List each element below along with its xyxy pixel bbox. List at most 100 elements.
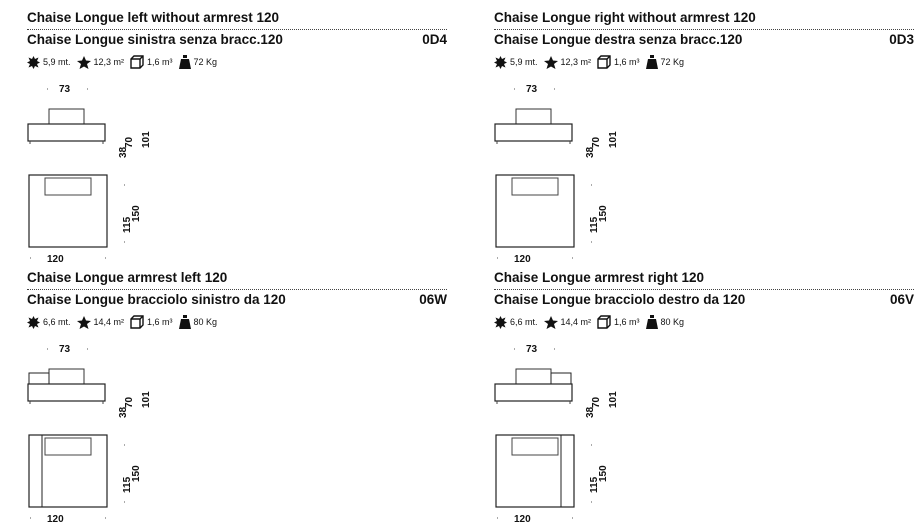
dim-depth: 150	[131, 205, 142, 222]
spec-volume-value: 1,6 m³	[147, 317, 173, 327]
dim-arm-height: 70	[591, 136, 602, 148]
spec-fabric-value: 5,9 mt.	[43, 57, 71, 67]
technical-drawing: 73 38 70 101 115 150	[27, 344, 152, 525]
dotted-divider	[27, 289, 447, 290]
product-code: 0D4	[422, 32, 447, 47]
dim-depth-inner: 115	[122, 216, 133, 233]
product-code: 0D3	[889, 32, 914, 47]
spec-volume-value: 1,6 m³	[147, 57, 173, 67]
spec-fabric: 6,6 mt.	[494, 315, 538, 329]
product-title-it: Chaise Longue destra senza bracc.120	[494, 32, 743, 47]
spec-fabric-value: 5,9 mt.	[510, 57, 538, 67]
dim-depth: 150	[598, 205, 609, 222]
dotted-divider	[494, 289, 914, 290]
product-title-en: Chaise Longue left without armrest 120	[27, 10, 280, 25]
product-code: 06V	[889, 292, 914, 307]
dim-seat-height: 38	[118, 146, 129, 158]
dim-arm-height: 70	[124, 136, 135, 148]
dim-depth-inner: 115	[589, 476, 600, 493]
dim-side-width: 73	[59, 84, 71, 95]
product-card: Chaise Longue left without armrest 120 C…	[27, 10, 447, 265]
spec-weight-value: 72 Kg	[660, 57, 685, 67]
top-view: 115 150 120	[28, 174, 142, 265]
side-view: 73 38 70 101	[27, 84, 152, 158]
top-view: 115 150 120	[495, 174, 609, 265]
product-title-it: Chaise Longue bracciolo destro da 120	[494, 292, 746, 307]
dim-back-height: 101	[141, 131, 152, 148]
weight-icon	[645, 315, 658, 329]
technical-drawing: 73 38 70 101 115 150	[27, 84, 152, 265]
dim-arm-height: 70	[591, 396, 602, 408]
product-title-en: Chaise Longue armrest left 120	[27, 270, 228, 285]
dim-depth-inner: 115	[122, 476, 133, 493]
armrest-side	[550, 372, 572, 385]
dim-side-width: 73	[526, 344, 538, 355]
spec-leather-value: 12,3 m²	[93, 57, 125, 67]
product-card: Chaise Longue armrest left 120 Chaise Lo…	[27, 270, 447, 525]
spec-row: 6,6 mt. 14,4 m² 1,6 m³	[494, 315, 690, 329]
armrest-side	[28, 372, 50, 385]
dim-back-height: 101	[608, 131, 619, 148]
armrest-top	[560, 434, 575, 508]
product-code: 06W	[419, 292, 447, 307]
spec-fabric: 5,9 mt.	[494, 55, 538, 69]
spec-weight-value: 72 Kg	[193, 57, 218, 67]
dim-depth: 150	[598, 465, 609, 482]
spec-weight: 80 Kg	[178, 315, 218, 329]
fabric-meter-icon	[494, 315, 507, 329]
side-view: 73 38 70 101	[494, 84, 619, 158]
dim-side-width: 73	[526, 84, 538, 95]
side-view: 73 38 70 101	[27, 344, 152, 418]
spec-volume-value: 1,6 m³	[614, 317, 640, 327]
volume-box-icon	[130, 315, 144, 329]
weight-icon	[645, 55, 658, 69]
dotted-divider	[494, 29, 914, 30]
spec-weight-value: 80 Kg	[193, 317, 218, 327]
product-title-en: Chaise Longue right without armrest 120	[494, 10, 756, 25]
top-view: 115 150 120	[28, 434, 142, 525]
volume-box-icon	[597, 55, 611, 69]
spec-fabric-value: 6,6 mt.	[43, 317, 71, 327]
spec-row: 5,9 mt. 12,3 m² 1,6 m³	[494, 55, 690, 69]
spec-leather: 14,4 m²	[76, 315, 125, 329]
spec-volume-value: 1,6 m³	[614, 57, 640, 67]
dim-width: 120	[47, 254, 64, 265]
technical-drawing: 73 38 70 101 115 150	[494, 344, 619, 525]
dim-depth-inner: 115	[589, 216, 600, 233]
product-card: Chaise Longue right without armrest 120 …	[494, 10, 914, 265]
armrest-top	[28, 434, 43, 508]
volume-box-icon	[597, 315, 611, 329]
fabric-meter-icon	[27, 315, 40, 329]
dim-seat-height: 38	[585, 146, 596, 158]
spec-volume: 1,6 m³	[597, 315, 640, 329]
spec-volume: 1,6 m³	[130, 55, 173, 69]
dotted-divider	[27, 29, 447, 30]
spec-weight-value: 80 Kg	[660, 317, 685, 327]
dim-depth: 150	[131, 465, 142, 482]
product-title-it: Chaise Longue bracciolo sinistro da 120	[27, 292, 286, 307]
dim-side-width: 73	[59, 344, 71, 355]
spec-row: 5,9 mt. 12,3 m² 1,6 m³	[27, 55, 223, 69]
product-title-en: Chaise Longue armrest right 120	[494, 270, 705, 285]
volume-box-icon	[130, 55, 144, 69]
top-view: 115 150 120	[495, 434, 609, 525]
weight-icon	[178, 315, 191, 329]
leather-area-icon	[76, 315, 91, 329]
spec-fabric: 5,9 mt.	[27, 55, 71, 69]
spec-leather: 12,3 m²	[543, 55, 592, 69]
side-view: 73 38 70 101	[494, 344, 619, 418]
dim-width: 120	[514, 514, 531, 525]
spec-volume: 1,6 m³	[130, 315, 173, 329]
leather-area-icon	[76, 55, 91, 69]
spec-weight: 72 Kg	[645, 55, 685, 69]
spec-leather-value: 14,4 m²	[93, 317, 125, 327]
spec-row: 6,6 mt. 14,4 m² 1,6 m³	[27, 315, 223, 329]
spec-volume: 1,6 m³	[597, 55, 640, 69]
spec-leather: 14,4 m²	[543, 315, 591, 329]
spec-fabric: 6,6 mt.	[27, 315, 71, 329]
spec-leather-value: 12,3 m²	[560, 57, 592, 67]
dim-width: 120	[514, 254, 531, 265]
spec-weight: 80 Kg	[645, 315, 685, 329]
dim-arm-height: 70	[124, 396, 135, 408]
weight-icon	[178, 55, 191, 69]
